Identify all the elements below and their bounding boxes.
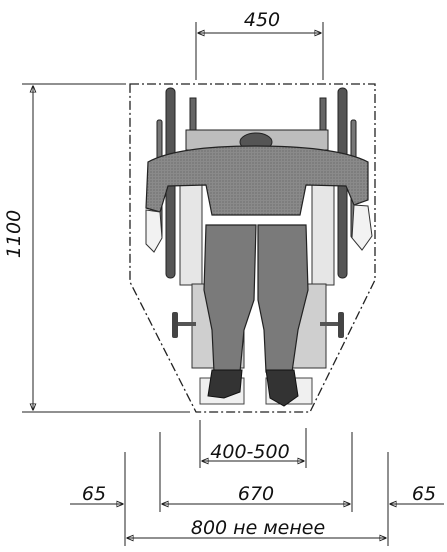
right-armrest <box>311 174 335 286</box>
left-shoe <box>207 369 243 399</box>
label-1100: 1100 <box>3 210 25 258</box>
seated-person <box>145 132 373 407</box>
clearance-envelope <box>129 83 376 413</box>
dimension-400-500: 400-500 <box>199 420 307 468</box>
label-65-left: 65 <box>82 483 106 505</box>
label-800: 800 не менее <box>191 517 325 539</box>
left-caster <box>172 312 178 338</box>
label-400-500: 400-500 <box>210 441 289 463</box>
torso-arms <box>145 145 369 216</box>
label-65-right: 65 <box>412 483 436 505</box>
right-caster-axle <box>320 322 342 326</box>
dimension-800: 800 не менее <box>127 517 386 539</box>
dimension-1100: 1100 <box>3 83 190 413</box>
label-450: 450 <box>244 9 280 31</box>
left-caster-axle <box>174 322 196 326</box>
right-hand <box>351 204 373 251</box>
dimension-margins: 65 670 65 <box>70 432 444 546</box>
dimension-450: 450 <box>195 9 324 80</box>
right-caster <box>338 312 344 338</box>
right-shoe <box>265 369 299 407</box>
left-armrest <box>179 174 203 286</box>
label-670: 670 <box>238 483 274 505</box>
left-hand <box>145 209 163 253</box>
